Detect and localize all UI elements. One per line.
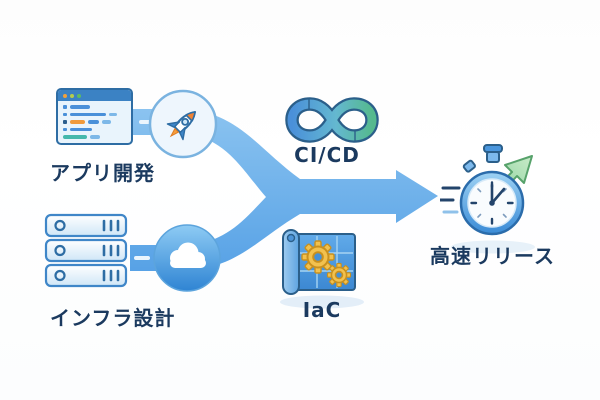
code-window-icon: [56, 88, 133, 145]
gear-small: [326, 262, 352, 288]
app-dev-label: アプリ開発: [50, 161, 155, 185]
watch-hands: [490, 183, 506, 205]
window-dot-yellowgreen: [70, 93, 74, 98]
converging-arrow-shape: [130, 109, 438, 271]
infinity-loop-icon: [285, 97, 379, 143]
stopwatch-shadow: [451, 240, 535, 254]
blueprint-gears-icon: [282, 229, 356, 295]
window-titlebar: [58, 90, 131, 101]
stopwatch-arrow-icon: [440, 144, 533, 236]
speed-lines: [440, 186, 461, 214]
cicd-label: CI/CD: [294, 143, 360, 167]
window-dot-orange: [63, 93, 67, 98]
server-stack-icon: [44, 213, 128, 288]
cloud-icon: [153, 224, 221, 292]
iac-label: IaC: [302, 298, 342, 322]
window-dot-green: [77, 93, 81, 98]
infra-design-label: インフラ設計: [50, 306, 176, 330]
fast-release-label: 高速リリース: [430, 244, 555, 268]
blueprint-shadow: [280, 295, 364, 309]
code-lines: [58, 101, 131, 143]
rocket-icon: [148, 89, 218, 159]
gear-large: [301, 240, 335, 274]
